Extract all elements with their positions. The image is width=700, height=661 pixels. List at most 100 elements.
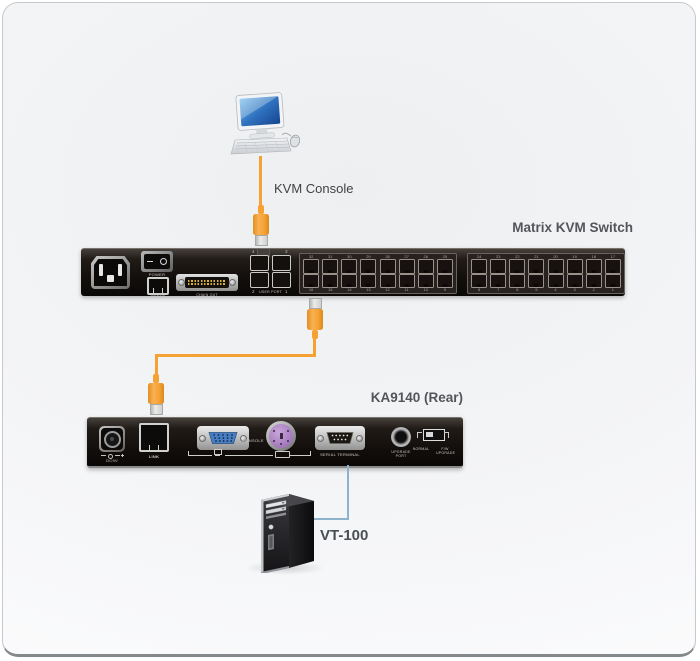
fw-switch-bracket	[448, 432, 449, 438]
plug-body	[253, 214, 269, 235]
port-number-top: 26	[423, 254, 428, 259]
matrix-kvm-switch-label: Matrix KVM Switch	[512, 220, 633, 235]
rj45-port-icon	[398, 259, 415, 274]
user-port-number: 4	[252, 249, 255, 254]
console-bracket-line	[188, 454, 212, 456]
port-number-bottom: 2	[592, 287, 595, 292]
rj45-port-icon	[471, 273, 488, 288]
rj45-port-icon	[303, 273, 320, 288]
rj45-port-icon	[566, 273, 583, 288]
chain-out-label: CHAIN OUT	[196, 292, 218, 297]
screw-icon	[178, 279, 185, 286]
tower-vent-inner	[269, 535, 273, 549]
plug-body	[148, 383, 164, 404]
plug-tip	[308, 298, 322, 309]
port-number-top: 32	[308, 254, 314, 259]
rj45-port-icon	[547, 259, 564, 274]
ac-prong-bottom	[107, 275, 114, 282]
serial-line-vertical	[347, 465, 349, 520]
db25-socket	[185, 277, 229, 288]
user-port-number: 2	[252, 288, 255, 294]
kvm-port-column: 23 7	[490, 255, 507, 292]
power-switch	[141, 251, 173, 272]
port-number-bottom: 4	[554, 287, 557, 292]
db25-pins-row	[188, 283, 226, 285]
kvm-port-column: 24 8	[471, 254, 488, 292]
rj45-port-icon	[417, 259, 434, 274]
port-number-top: 22	[515, 254, 520, 259]
port-number-top: 28	[385, 254, 390, 259]
console-bracket-tick	[188, 451, 189, 455]
tower-power-button	[268, 524, 274, 530]
rj45-port-icon	[509, 273, 526, 288]
port-number-top: 29	[366, 254, 371, 259]
rj45-port-icon	[585, 273, 602, 288]
rj45-port-icon	[604, 273, 621, 288]
rj45-port-icon	[322, 259, 339, 274]
rj45-port-icon	[417, 273, 434, 288]
link-cable-vertical-left	[155, 354, 158, 376]
dc-jack-ring	[103, 430, 121, 448]
upgrade-port-label: UPGRADE PORT	[391, 449, 411, 458]
fw-switch-bracket	[417, 432, 418, 438]
plug-tip	[254, 235, 268, 246]
port-number-top: 20	[553, 254, 558, 259]
user-port-number: 3	[285, 249, 288, 254]
port-number-bottom: 1	[611, 287, 614, 292]
power-label: POWER	[148, 272, 166, 277]
port-number-bottom: 14	[347, 287, 352, 292]
ps2-socket	[269, 424, 293, 448]
kvm-port-column: 29 13	[360, 254, 377, 292]
kvm-port-column: 21 5	[528, 255, 545, 292]
kvm-port-column: 25 9	[436, 255, 453, 292]
vt100-computer	[261, 494, 314, 573]
upgrade-port	[391, 427, 411, 447]
user-port-number: 1	[285, 288, 288, 294]
kvm-port-column: 19 3	[566, 254, 583, 292]
db25-pins-row	[188, 280, 226, 282]
link-port	[139, 423, 169, 452]
dc-polarity-icon	[101, 454, 125, 459]
power-off-icon	[159, 258, 167, 265]
switch-cable-plug-up	[306, 298, 324, 339]
user-port	[250, 272, 269, 288]
rj45-port-icon	[341, 259, 358, 274]
user-port	[272, 255, 291, 271]
screw-icon	[199, 434, 206, 442]
port-number-top: 17	[610, 254, 616, 259]
screw-icon	[229, 279, 236, 286]
link-label: LINK	[148, 454, 160, 459]
fw-upgrade-switch	[423, 429, 445, 441]
fw-upgrade-label: F/W UPGRADE	[436, 446, 456, 455]
rj45-port-icon	[585, 259, 602, 274]
ac-prong-left	[99, 264, 103, 276]
monitor-icon	[235, 92, 285, 139]
port-number-bottom: 9	[443, 287, 446, 292]
monitor-glyph-icon	[214, 449, 222, 456]
vt100-label: VT-100	[320, 527, 369, 544]
plug-boot	[258, 205, 264, 214]
mouse-icon	[281, 132, 301, 148]
dc-power-jack	[99, 426, 125, 452]
rj45-port-icon	[604, 259, 621, 274]
modem-port	[147, 277, 169, 295]
port-number-top: 24	[476, 254, 482, 259]
tower-drive-bays	[265, 500, 287, 519]
console-label: CONSOLE	[242, 438, 264, 443]
vga-socket	[208, 432, 238, 444]
screw-icon	[317, 434, 324, 442]
serial-line-horizontal	[314, 518, 349, 520]
rj45-port-icon	[398, 273, 415, 288]
console-bracket-line	[290, 454, 311, 456]
kvm-port-column: 32 16	[303, 254, 320, 292]
port-number-top: 30	[347, 254, 352, 259]
ka9140-panel: DC9V LINK	[87, 417, 463, 468]
power-on-icon	[147, 260, 154, 263]
rj45-port-icon	[360, 273, 377, 288]
console-vga-connector	[197, 426, 249, 450]
port-number-top: 19	[572, 254, 577, 259]
screw-icon	[240, 434, 247, 442]
link-cable-vertical-right	[313, 335, 316, 356]
plug-boot	[153, 374, 159, 383]
